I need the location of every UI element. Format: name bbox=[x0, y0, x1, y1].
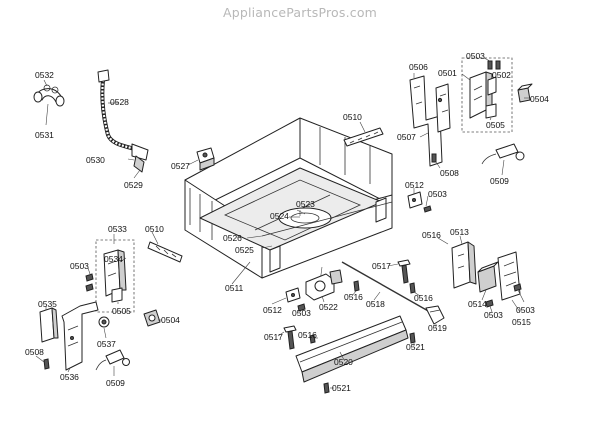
label-0516-panel: 0516 bbox=[422, 230, 441, 240]
part-0528-hose bbox=[97, 69, 149, 179]
part-0527-clip bbox=[187, 147, 215, 171]
part-0513-panel bbox=[437, 235, 477, 289]
label-0508-left: 0508 bbox=[25, 347, 44, 357]
part-0510-upper-rail bbox=[343, 121, 384, 147]
label-0516-mid: 0516 bbox=[344, 292, 363, 302]
label-0523: 0523 bbox=[296, 199, 315, 209]
label-0505-top: 0505 bbox=[486, 120, 505, 130]
part-0503-screws-top bbox=[483, 57, 501, 70]
label-0519: 0519 bbox=[428, 323, 447, 333]
label-0504-top: 0504 bbox=[530, 94, 549, 104]
label-0508-top: 0508 bbox=[440, 168, 459, 178]
label-0503-right: 0503 bbox=[516, 305, 535, 315]
part-0501-bracket bbox=[461, 71, 497, 119]
label-0512-mid: 0512 bbox=[405, 180, 424, 190]
part-0522-drain bbox=[305, 269, 343, 303]
watermark-text: AppliancePartsPros.com bbox=[222, 5, 378, 20]
part-0507-bracket bbox=[409, 73, 451, 167]
part-0519-cap bbox=[425, 305, 445, 328]
label-0503-lower: 0503 bbox=[292, 308, 311, 318]
label-0510-left: 0510 bbox=[145, 224, 164, 234]
label-0516-right: 0516 bbox=[414, 293, 433, 303]
part-0508-screw-top bbox=[431, 153, 441, 169]
part-0517-screw-lower bbox=[277, 325, 297, 350]
part-0516-screws bbox=[309, 280, 421, 344]
label-0515: 0515 bbox=[512, 317, 531, 327]
label-0527: 0527 bbox=[171, 161, 190, 171]
part-0520-kickplate bbox=[295, 315, 409, 383]
label-0535: 0535 bbox=[38, 299, 57, 309]
part-0515-cover bbox=[497, 251, 521, 313]
label-0536: 0536 bbox=[60, 372, 79, 382]
label-0516-lower: 0516 bbox=[298, 330, 317, 340]
part-0505-clip-left bbox=[111, 287, 123, 304]
label-0531: 0531 bbox=[35, 130, 54, 140]
label-0501: 0501 bbox=[438, 68, 457, 78]
part-0521-screws bbox=[323, 332, 416, 394]
label-0518: 0518 bbox=[366, 299, 385, 309]
label-0525: 0525 bbox=[235, 245, 254, 255]
label-0521-right: 0521 bbox=[406, 342, 425, 352]
part-0535-block bbox=[39, 306, 59, 343]
part-0534-bracket bbox=[103, 234, 127, 297]
label-0524: 0524 bbox=[270, 211, 289, 221]
label-0520: 0520 bbox=[334, 357, 353, 367]
part-0503-screws-left bbox=[85, 267, 94, 292]
part-0531-elbow bbox=[33, 79, 65, 126]
label-0506: 0506 bbox=[409, 62, 428, 72]
part-0508-screw-left bbox=[35, 355, 50, 370]
label-0517-mid: 0517 bbox=[372, 261, 391, 271]
label-0514: 0514 bbox=[468, 299, 487, 309]
part-0509-sensor-top bbox=[481, 143, 525, 176]
label-0526: 0526 bbox=[223, 233, 242, 243]
label-0521-lower: 0521 bbox=[332, 383, 351, 393]
part-0518-rod bbox=[341, 261, 431, 313]
part-0536-bracket bbox=[61, 301, 99, 373]
label-0503-mid: 0503 bbox=[428, 189, 447, 199]
part-0504-latch-left bbox=[143, 309, 162, 327]
label-0522: 0522 bbox=[319, 302, 338, 312]
label-0510-top: 0510 bbox=[343, 112, 362, 122]
label-0528: 0528 bbox=[110, 97, 129, 107]
label-0503-top: 0503 bbox=[466, 51, 485, 61]
label-0530: 0530 bbox=[86, 155, 105, 165]
label-0503-left: 0503 bbox=[70, 261, 89, 271]
label-0537: 0537 bbox=[97, 339, 116, 349]
part-0537-nut bbox=[98, 316, 110, 339]
label-0502: 0502 bbox=[492, 70, 511, 80]
label-0534: 0534 bbox=[104, 254, 123, 264]
part-0512-clip-mid bbox=[407, 188, 432, 213]
label-0507: 0507 bbox=[397, 132, 416, 142]
part-0509-sensor-left bbox=[95, 349, 130, 376]
label-0504-left: 0504 bbox=[161, 315, 180, 325]
label-0509-left: 0509 bbox=[106, 378, 125, 388]
base-tub bbox=[184, 117, 393, 279]
label-0532: 0532 bbox=[35, 70, 54, 80]
label-0511: 0511 bbox=[225, 283, 244, 293]
part-0503-screws-right bbox=[485, 283, 525, 313]
part-0510-lower-rail bbox=[147, 231, 183, 263]
part-0514-block bbox=[477, 261, 499, 301]
label-0503-right2: 0503 bbox=[484, 310, 503, 320]
label-0505-left: 0505 bbox=[112, 306, 131, 316]
label-0533: 0533 bbox=[108, 224, 127, 234]
part-0505-clip-top bbox=[485, 103, 497, 121]
part-0517-screw-mid bbox=[387, 259, 411, 284]
part-0512-clip-lower bbox=[271, 287, 306, 313]
label-0517-lower: 0517 bbox=[264, 332, 283, 342]
part-0504-latch-top bbox=[517, 83, 533, 103]
label-0513: 0513 bbox=[450, 227, 469, 237]
label-0509-top: 0509 bbox=[490, 176, 509, 186]
label-0512-lower: 0512 bbox=[263, 305, 282, 315]
label-0529: 0529 bbox=[124, 180, 143, 190]
